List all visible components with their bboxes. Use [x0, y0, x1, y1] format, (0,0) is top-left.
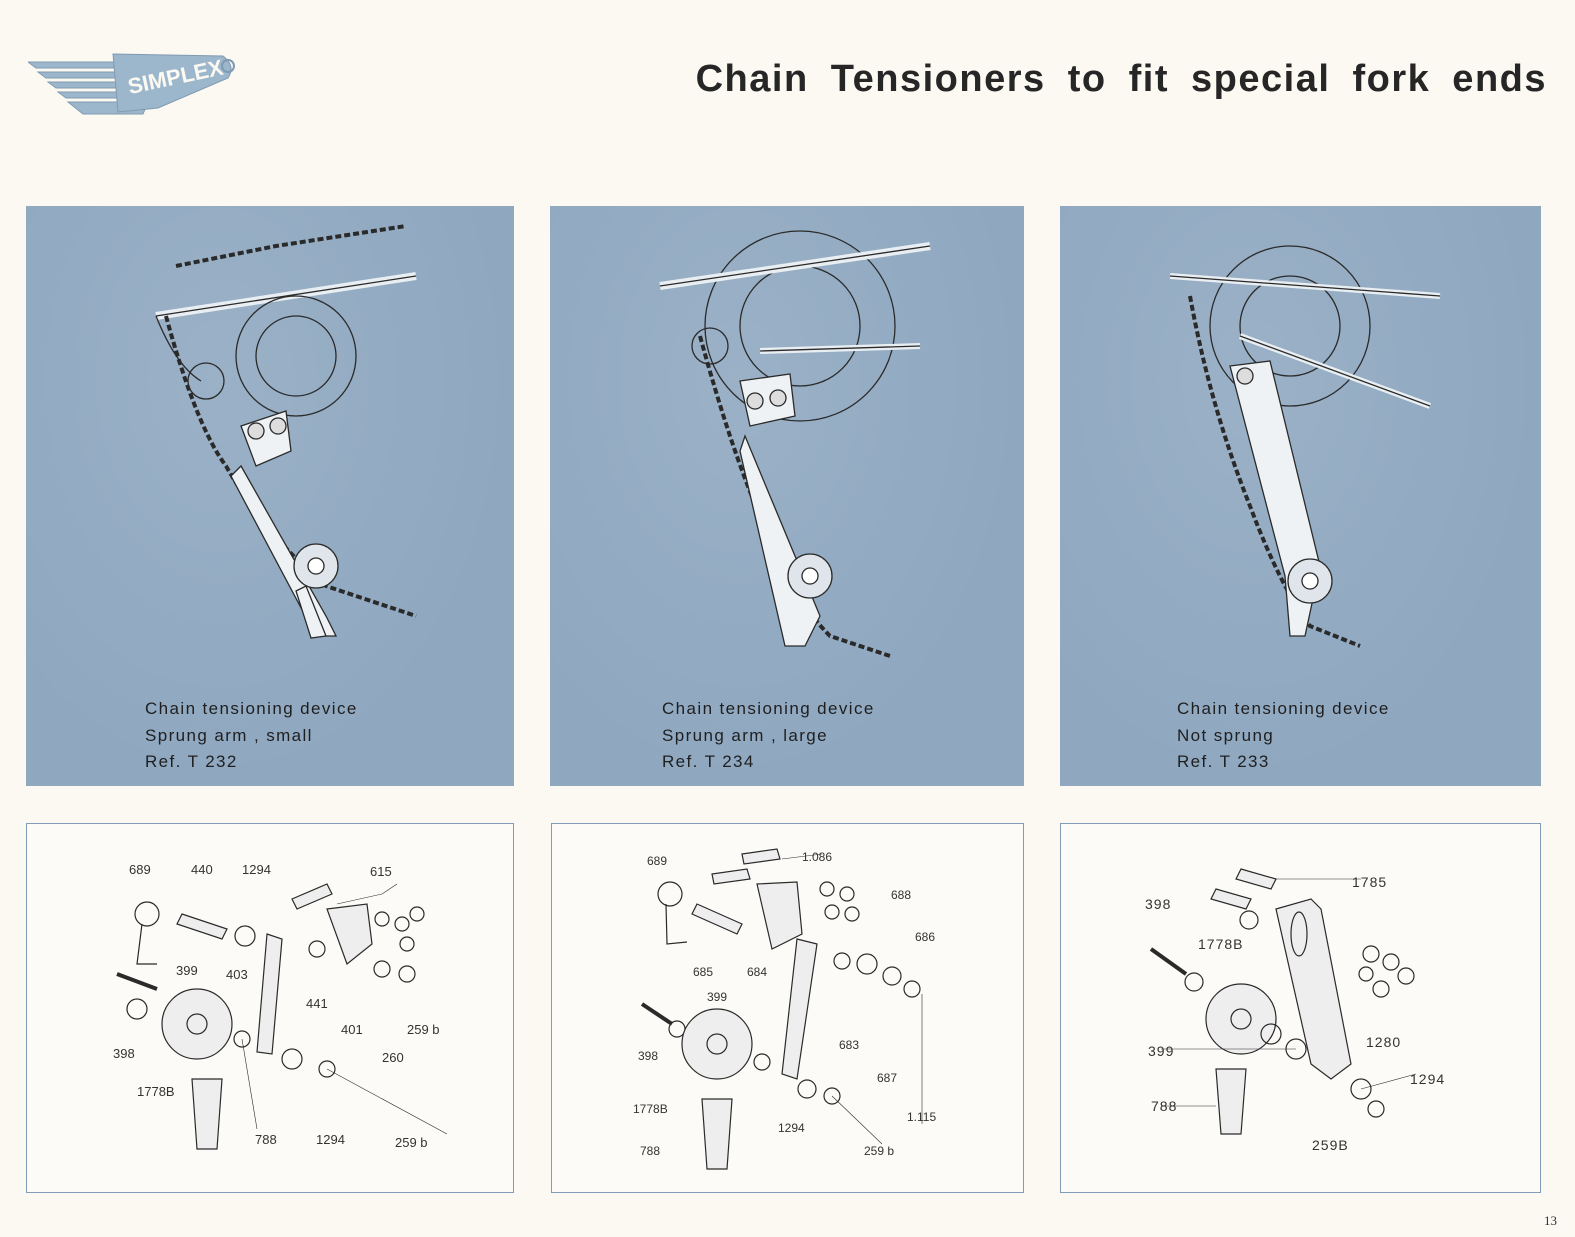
part-number: 685 [693, 965, 714, 979]
product-panel-t232: Chain tensioning device Sprung arm , sma… [26, 206, 514, 786]
part-number: 399 [176, 963, 198, 978]
parts-drawing [1149, 868, 1417, 1135]
part-number: 683 [839, 1038, 860, 1052]
page-title: Chain Tensioners to fit special fork end… [695, 58, 1547, 100]
simplex-logo: SIMPLEX [28, 53, 235, 115]
caption-line: Sprung arm , large [662, 725, 828, 745]
caption-line: Sprung arm , small [145, 725, 313, 745]
caption-t233: Chain tensioning device Not sprung Ref. … [1177, 696, 1390, 776]
caption-t232: Chain tensioning device Sprung arm , sma… [145, 696, 358, 776]
part-number: 399 [707, 990, 728, 1004]
part-number: 1294 [242, 862, 271, 877]
part-number: 688 [891, 888, 912, 902]
part-number: 1294 [1410, 1071, 1446, 1087]
caption-line: Chain tensioning device [662, 699, 875, 718]
page-number: 13 [1544, 1213, 1557, 1228]
part-number: 398 [1145, 896, 1172, 912]
exploded-parts-diagram-t234: 689 1.086 688 686 685 684 399 683 398 68… [551, 823, 1024, 1193]
part-number: 259 b [864, 1144, 895, 1158]
part-number: 259B [1312, 1137, 1349, 1153]
part-number: 687 [877, 1071, 898, 1085]
part-number: 1294 [316, 1132, 345, 1147]
caption-ref: Ref. T 232 [145, 752, 238, 771]
part-number: 689 [647, 854, 668, 868]
part-number: 441 [306, 996, 328, 1011]
part-number: 615 [370, 864, 392, 879]
part-number: 399 [1148, 1043, 1175, 1059]
part-number: 1280 [1366, 1034, 1402, 1050]
part-number: 259 b [407, 1022, 440, 1037]
parts-drawing [116, 883, 448, 1150]
part-number: 259 b [395, 1135, 428, 1150]
caption-ref: Ref. T 234 [662, 752, 755, 771]
tensioner-illustration-large [659, 230, 931, 658]
caption-ref: Ref. T 233 [1177, 752, 1270, 771]
part-number: 1.115 [907, 1110, 937, 1124]
tensioner-illustration-small [155, 224, 417, 639]
part-number: 403 [226, 967, 248, 982]
part-number: 689 [129, 862, 151, 877]
exploded-parts-diagram-t233: 398 1785 1778B 399 1280 1294 788 259B [1060, 823, 1541, 1193]
part-number: 1778B [633, 1102, 668, 1116]
part-number: 1.086 [802, 850, 833, 864]
part-number: 1785 [1352, 874, 1388, 890]
product-panel-t234: Chain tensioning device Sprung arm , lar… [550, 206, 1024, 786]
caption-t234: Chain tensioning device Sprung arm , lar… [662, 696, 875, 776]
tensioner-illustration-not-sprung [1169, 245, 1441, 648]
part-number: 684 [747, 965, 768, 979]
exploded-parts-diagram-t232: 689 440 1294 615 399 403 441 401 259 b 3… [26, 823, 514, 1193]
part-number: 440 [191, 862, 213, 877]
part-number: 1778B [1198, 936, 1244, 952]
part-number: 788 [1151, 1098, 1178, 1114]
caption-line: Chain tensioning device [145, 699, 358, 718]
part-number: 686 [915, 930, 936, 944]
caption-line: Not sprung [1177, 725, 1275, 745]
part-number: 401 [341, 1022, 363, 1037]
part-number: 788 [255, 1132, 277, 1147]
product-panel-t233: Chain tensioning device Not sprung Ref. … [1060, 206, 1541, 786]
part-number: 1778B [137, 1084, 175, 1099]
part-number: 398 [113, 1046, 135, 1061]
caption-line: Chain tensioning device [1177, 699, 1390, 718]
parts-drawing [640, 848, 923, 1170]
part-number: 788 [640, 1144, 661, 1158]
part-number: 1294 [778, 1121, 805, 1135]
part-number: 398 [638, 1049, 659, 1063]
part-number: 260 [382, 1050, 404, 1065]
